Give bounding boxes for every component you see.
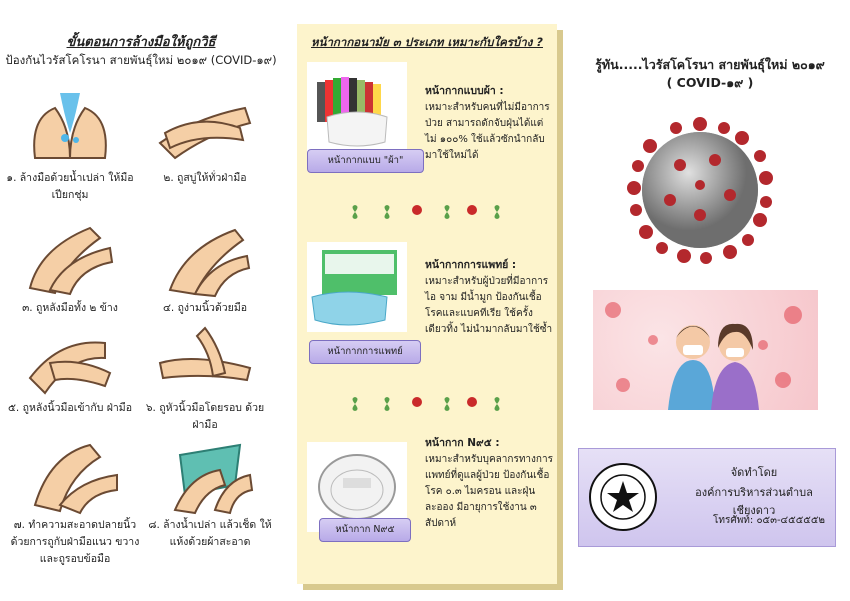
step-caption: ๖. ถูหัวนิ้วมือโดยรอบ ด้วยฝ่ามือ [145,402,265,431]
handwash-step-4: ๔. ถูง่ามนิ้วด้วยมือ [140,218,270,317]
handwash-step-5: ๕. ถูหลังนิ้วมือเข้ากับ ฝ่ามือ [5,318,135,417]
covid-subtitle: ( COVID-๑๙ ) [666,75,754,90]
handwash-step-8: ๘. ล้างน้ำเปล่า แล้วเช็ด ให้แห้งด้วยผ้าส… [145,435,275,551]
step-caption: ๓. ถูหลังมือทั้ง ๒ ข้าง [22,302,118,314]
organizer-box: จัดทำโดย องค์การบริหารส่วนตำบลเชียงดาว โ… [578,448,836,547]
handwash-step-6: ๖. ถูหัวนิ้วมือโดยรอบ ด้วยฝ่ามือ [140,318,270,434]
coronavirus-image [620,110,780,270]
medical-mask-name: หน้ากากการแพทย์ : [425,259,517,271]
n95-mask-button[interactable]: หน้ากาก N๙๕ [319,518,411,542]
hands-soap-illustration [155,88,255,168]
hands-knuckles-illustration [20,318,120,398]
handwash-step-3: ๓. ถูหลังมือทั้ง ๒ ข้าง [5,218,135,317]
medical-mask-image [307,242,407,332]
organizer-name: องค์การบริหารส่วนตำบลเชียงดาว [695,486,813,517]
handwash-title: ขั้นตอนการล้างมือให้ถูกวิธี [66,35,216,50]
handwash-step-7: ๗. ทำความสะอาดปลายนิ้ว ด้วยการถูกับฝ่ามื… [5,435,145,568]
handwash-panel: ขั้นตอนการล้างมือให้ถูกวิธี ป้องกันไวรัส… [0,0,282,601]
step-caption: ๔. ถูง่ามนิ้วด้วยมือ [162,302,248,314]
medical-mask-button[interactable]: หน้ากากการแพทย์ [309,340,421,364]
hands-water-illustration [20,88,120,168]
organizer-phone: โทรศัพท์: ๐๕๓-๔๕๕๕๕๒ [713,515,825,526]
hands-towel-illustration [160,435,260,515]
cloth-mask-desc: เหมาะสำหรับคนที่ไม่มีอาการป่วย สามารถดัก… [425,102,550,161]
handwash-step-2: ๒. ถูสบู่ให้ทั่วฝ่ามือ [140,88,270,187]
organizer-label: จัดทำโดย [730,466,778,479]
hands-fingers-illustration [155,218,255,298]
n95-mask-desc: เหมาะสำหรับบุคลากรทางการแพทย์ที่ดูแลผู้ป… [425,454,553,529]
cloth-mask-button[interactable]: หน้ากากแบบ "ผ้า" [307,149,424,173]
ladybug-divider [347,396,507,412]
hands-wrist-illustration [25,435,125,515]
masks-panel: หน้ากากอนามัย ๓ ประเภท เหมาะกับใครบ้าง ?… [297,24,557,584]
step-caption: ๕. ถูหลังนิ้วมือเข้ากับ ฝ่ามือ [7,402,133,414]
n95-mask-name: หน้ากาก N๙๕ : [425,437,500,449]
handwash-subtitle: ป้องกันไวรัสโคโรนา สายพันธุ์ใหม่ ๒๐๑๙ (C… [5,53,277,67]
organization-seal [587,461,659,533]
cloth-mask-image [307,62,407,152]
hands-back-illustration [20,218,120,298]
step-caption: ๒. ถูสบู่ให้ทั่วฝ่ามือ [163,172,247,184]
ladybug-divider [347,204,507,220]
covid-title-line: รู้ทัน.....ไวรัสโคโรนา สายพันธุ์ใหม่ ๒๐๑… [595,57,825,72]
medical-mask-desc: เหมาะสำหรับผู้ป่วยที่มีอาการ ไอ จาม มีน้… [425,276,553,335]
handwash-step-1: ๑. ล้างมือด้วยน้ำเปล่า ให้มือเปียกชุ่ม [5,88,135,204]
cloth-mask-name: หน้ากากแบบผ้า : [425,85,504,97]
step-caption: ๘. ล้างน้ำเปล่า แล้วเช็ด ให้แห้งด้วยผ้าส… [148,519,272,548]
hands-fingertips-illustration [155,318,255,398]
step-caption: ๑. ล้างมือด้วยน้ำเปล่า ให้มือเปียกชุ่ม [6,172,134,201]
step-caption: ๗. ทำความสะอาดปลายนิ้ว ด้วยการถูกับฝ่ามื… [10,519,140,565]
sick-people-image [593,290,818,410]
masks-title: หน้ากากอนามัย ๓ ประเภท เหมาะกับใครบ้าง ? [311,35,543,49]
covid-title: รู้ทัน.....ไวรัสโคโรนา สายพันธุ์ใหม่ ๒๐๑… [580,56,840,92]
